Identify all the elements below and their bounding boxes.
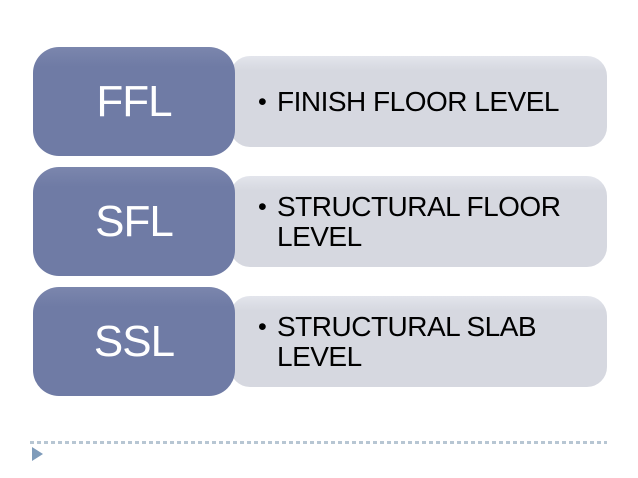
bullet-line: • STRUCTURAL FLOOR LEVEL	[230, 190, 607, 252]
description-text: STRUCTURAL FLOOR LEVEL	[277, 190, 561, 252]
abbreviation-text: SSL	[93, 316, 175, 366]
list-item: • STRUCTURAL FLOOR LEVEL SFL	[33, 167, 607, 276]
bullet-marker: •	[258, 312, 267, 341]
description-panel: • STRUCTURAL SLAB LEVEL	[230, 296, 607, 387]
abbreviation-panel: SSL	[33, 287, 235, 396]
abbreviation-panel: SFL	[33, 167, 235, 276]
bullet-line: • FINISH FLOOR LEVEL	[230, 85, 583, 117]
description-panel: • FINISH FLOOR LEVEL	[230, 56, 607, 147]
abbreviation-panel: FFL	[33, 47, 235, 156]
bullet-line: • STRUCTURAL SLAB LEVEL	[230, 310, 607, 372]
list-item: • STRUCTURAL SLAB LEVEL SSL	[33, 287, 607, 396]
bullet-marker: •	[258, 192, 267, 221]
description-panel: • STRUCTURAL FLOOR LEVEL	[230, 176, 607, 267]
bullet-marker: •	[258, 87, 267, 116]
list-item: • FINISH FLOOR LEVEL FFL	[33, 47, 607, 156]
abbreviation-text: SFL	[95, 196, 174, 246]
abbreviation-text: FFL	[96, 76, 172, 126]
footer-divider	[30, 441, 607, 444]
description-text: FINISH FLOOR LEVEL	[277, 85, 559, 117]
right-triangle-icon	[32, 447, 43, 461]
description-text: STRUCTURAL SLAB LEVEL	[277, 310, 537, 372]
